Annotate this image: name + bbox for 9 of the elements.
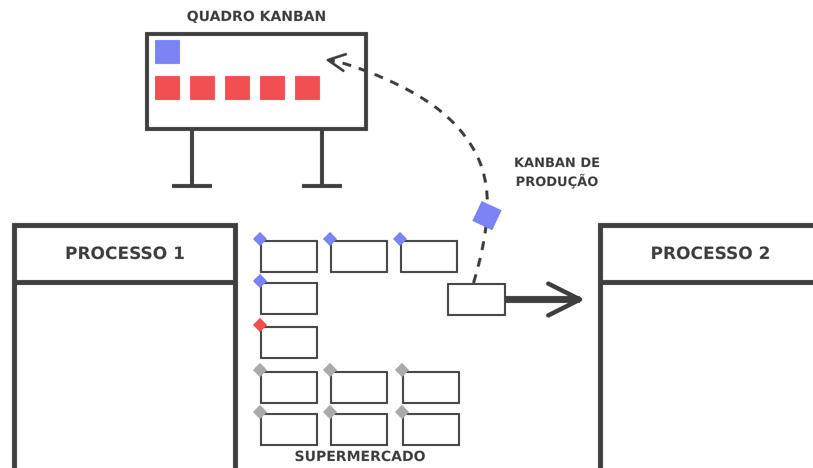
board-title: QUADRO KANBAN <box>186 9 328 25</box>
arrow <box>506 281 582 318</box>
process-title: PROCESSO 1 <box>64 244 185 264</box>
process-box <box>12 223 238 468</box>
process-title: PROCESSO 2 <box>650 244 770 264</box>
process-box <box>598 223 813 468</box>
arrow <box>326 52 489 284</box>
kanban-card <box>447 283 506 316</box>
supermarket-label: SUPERMERCADO <box>294 449 426 465</box>
